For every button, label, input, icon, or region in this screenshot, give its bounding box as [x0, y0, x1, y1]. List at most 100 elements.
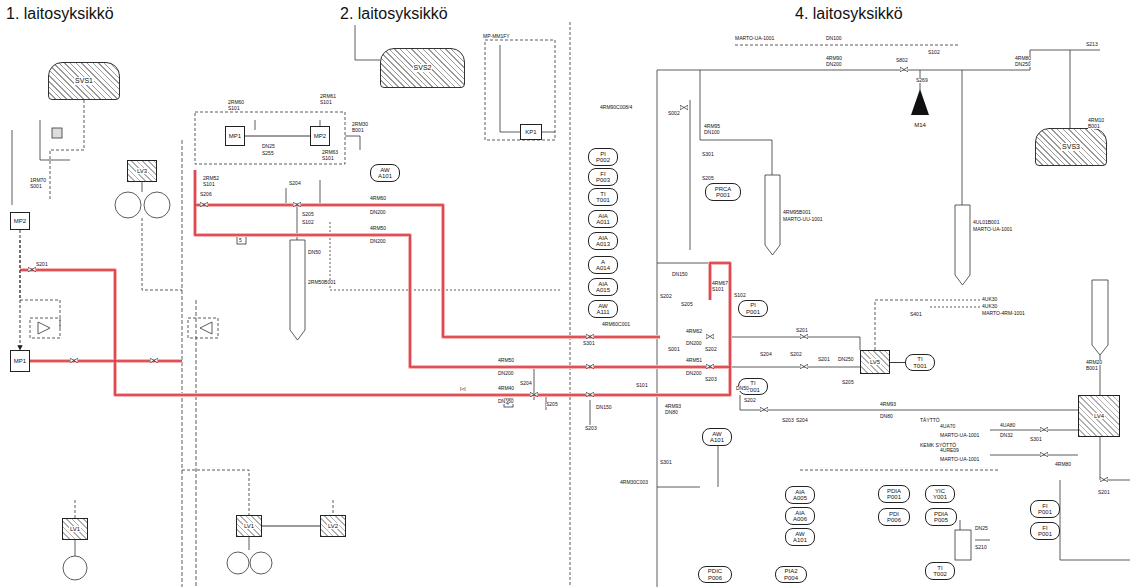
node-label: M14	[914, 122, 926, 128]
tag-label: DN200	[370, 210, 386, 215]
instrument-bubble: AWA101	[370, 164, 400, 182]
instrument-bubble: PIA2P004	[775, 566, 807, 583]
instrument-bubble: AIAA011	[588, 210, 618, 228]
node-label: FI	[1042, 525, 1047, 531]
motor-triangle	[910, 88, 930, 116]
tag-label: S201	[1098, 490, 1110, 495]
drawing-part	[718, 446, 719, 487]
tag-label: 2RM30	[352, 122, 368, 127]
equipment-box: MP2	[310, 126, 330, 146]
drawing-part	[740, 395, 1078, 410]
node-text-group: AIAA011	[596, 213, 610, 226]
tag-label: S203	[585, 426, 597, 431]
tag-label: DN32	[1000, 433, 1013, 438]
tag-label: 4RM62	[686, 329, 702, 334]
tag-label: DN150	[672, 272, 688, 277]
instrument-bubble: PIP001	[738, 300, 768, 317]
drawing-part	[500, 45, 520, 132]
tag-label: 2RM52	[203, 176, 219, 181]
drawing-part	[485, 40, 555, 140]
pipe-connector	[245, 136, 310, 137]
tag-label: MARTO-UA-1001	[973, 227, 1012, 232]
unit-heading: 4. laitosyksikkö	[795, 6, 903, 22]
drawing-part	[730, 337, 860, 350]
tag-label: 4URE09	[940, 448, 959, 453]
tag-label: S210	[975, 545, 987, 550]
tag-label: 4UA80	[1000, 423, 1015, 428]
tag-label: 4RM50	[498, 358, 514, 363]
node-text-group: KP1	[525, 129, 536, 135]
node-text-group: AIAA015	[596, 281, 610, 294]
drawing-part	[570, 22, 571, 587]
node-label: AW	[598, 303, 607, 309]
drawing-part	[590, 400, 591, 425]
node-text-group: MP2	[14, 218, 26, 224]
tag-label: DN100	[704, 130, 720, 135]
node-text-group: TIT001	[596, 191, 610, 204]
instrument-bubble: AIAA013	[588, 232, 618, 250]
tag-label: 4RM40	[498, 386, 514, 391]
drawing-part	[657, 487, 700, 488]
tag-label: S101	[203, 182, 215, 187]
node-label: P001	[1038, 531, 1052, 537]
node-label: T002	[933, 571, 947, 577]
tag-label: 4RM93	[880, 402, 896, 407]
node-label: P001	[746, 309, 760, 315]
tag-label: S301	[660, 460, 672, 465]
drawing-part	[195, 112, 345, 164]
tag-label: S203	[705, 377, 717, 382]
tag-label: S202	[705, 347, 717, 352]
node-label: A111	[596, 309, 609, 315]
drawing-part	[70, 358, 78, 363]
tag-label: TÄYTTÖ	[920, 418, 940, 423]
node-label: TI	[937, 565, 942, 571]
drawing-part	[542, 132, 555, 133]
instrument-bubble: TIT001	[905, 354, 935, 371]
tag-label: S201	[36, 262, 48, 267]
tag-label: B001	[1088, 124, 1100, 129]
node-label: FI	[1042, 503, 1047, 509]
node-text-group: TIT001	[913, 356, 927, 369]
drawing-part	[760, 407, 768, 412]
tag-label: S204	[520, 381, 532, 386]
node-label: SVS3	[1061, 143, 1081, 150]
tag-label: S101	[712, 287, 724, 292]
node-text-group: PRCAP001	[715, 186, 732, 199]
tag-label: DN50	[308, 250, 321, 255]
equipment-box: MP1	[10, 350, 30, 372]
tag-label: 4RM51	[686, 358, 702, 363]
tag-label: 4RM80	[1055, 462, 1071, 467]
node-label: P006	[887, 517, 901, 523]
tag-label: 4RM90	[826, 56, 842, 61]
tag-label: S002	[668, 111, 680, 116]
tag-label: S205	[546, 402, 558, 407]
drawing-part	[320, 180, 321, 205]
tag-label: S301	[702, 152, 714, 157]
tag-label: DN50	[736, 386, 749, 391]
tag-label: 4RM93	[665, 404, 681, 409]
tag-label: DN200	[686, 341, 702, 346]
pipe-connector	[890, 362, 905, 363]
drawing-part	[142, 218, 182, 290]
node-text-group: LV5	[869, 359, 881, 365]
drawing-part	[960, 520, 990, 540]
pipe-connector	[20, 230, 21, 350]
node-label: PRCA	[715, 186, 732, 192]
tag-label: S204	[289, 181, 301, 186]
drawing-part	[38, 322, 50, 334]
drawing-part	[40, 120, 70, 160]
tag-label: 4RM50	[370, 226, 386, 231]
node-label: PDIA	[887, 488, 901, 494]
tag-label: DN150	[596, 405, 612, 410]
tag-label: S802	[896, 58, 908, 63]
drawing-part	[962, 70, 963, 205]
tag-label: 4UK30	[982, 297, 997, 302]
equipment-box: KP1	[520, 124, 542, 140]
node-label: MP2	[314, 133, 326, 139]
node-text-group: SVS2	[413, 64, 433, 71]
tag-label: S202	[744, 398, 756, 403]
tag-label: DN250	[1015, 62, 1031, 67]
instrument-bubble: FIP001	[1030, 522, 1060, 540]
